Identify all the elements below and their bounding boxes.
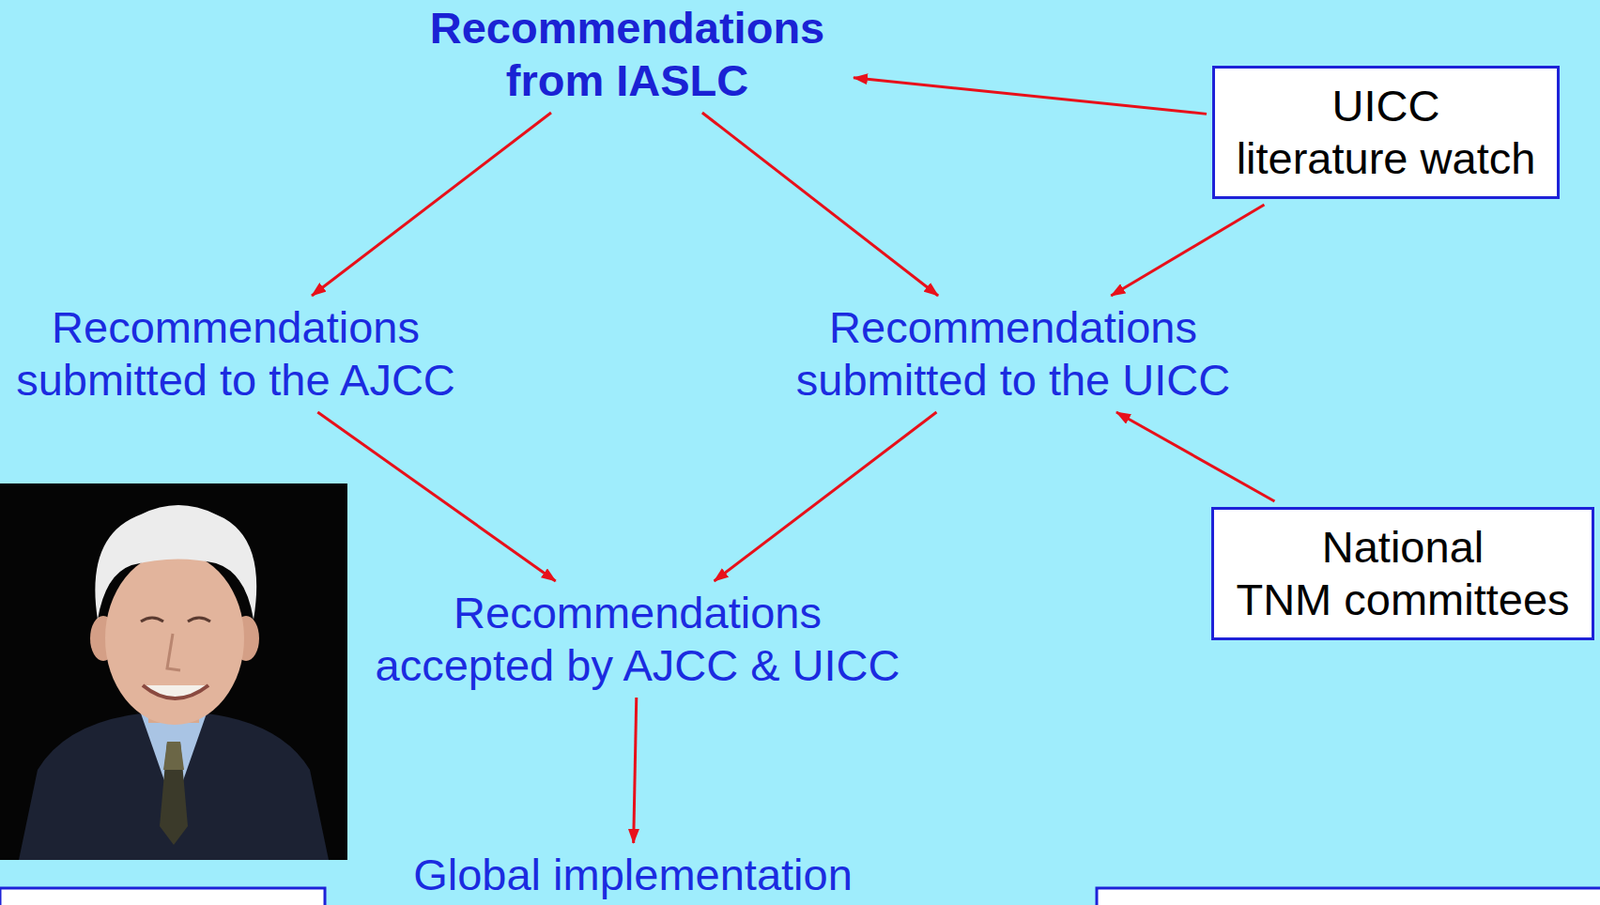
flow-text: Recommendations submitted to the UICC	[778, 301, 1248, 407]
flow-arrow	[633, 697, 637, 844]
flow-arrow	[714, 412, 938, 582]
flow-label: Recommendations submitted to the UICC	[778, 301, 1248, 407]
flow-text: Global implementation	[413, 848, 853, 902]
flow-arrow	[317, 412, 555, 582]
outcome-label: Global implementation	[413, 848, 853, 902]
flow-arrow	[702, 112, 939, 296]
input-box: UICC literature watch	[1212, 65, 1560, 200]
flow-arrow	[1116, 412, 1275, 502]
flow-text: Recommendations submitted to the AJCC	[0, 301, 471, 407]
flow-arrow	[853, 77, 1207, 115]
flow-label: Recommendations accepted by AJCC & UICC	[366, 586, 909, 693]
portrait-photo	[0, 483, 348, 861]
box-text: UICC literature watch	[1231, 79, 1540, 185]
flow-arrow	[1110, 204, 1264, 296]
flow-text: Recommendations accepted by AJCC & UICC	[366, 586, 909, 693]
input-box: National TNM committees	[1211, 507, 1595, 641]
partial-box	[1096, 888, 1600, 905]
source-label: Recommendations from IASLC	[406, 1, 848, 108]
flow-arrow	[311, 112, 552, 296]
partial-box	[0, 888, 325, 905]
flow-label: Recommendations submitted to the AJCC	[0, 301, 471, 407]
box-text: National TNM committees	[1232, 521, 1573, 627]
flow-text: Recommendations from IASLC	[406, 1, 848, 108]
